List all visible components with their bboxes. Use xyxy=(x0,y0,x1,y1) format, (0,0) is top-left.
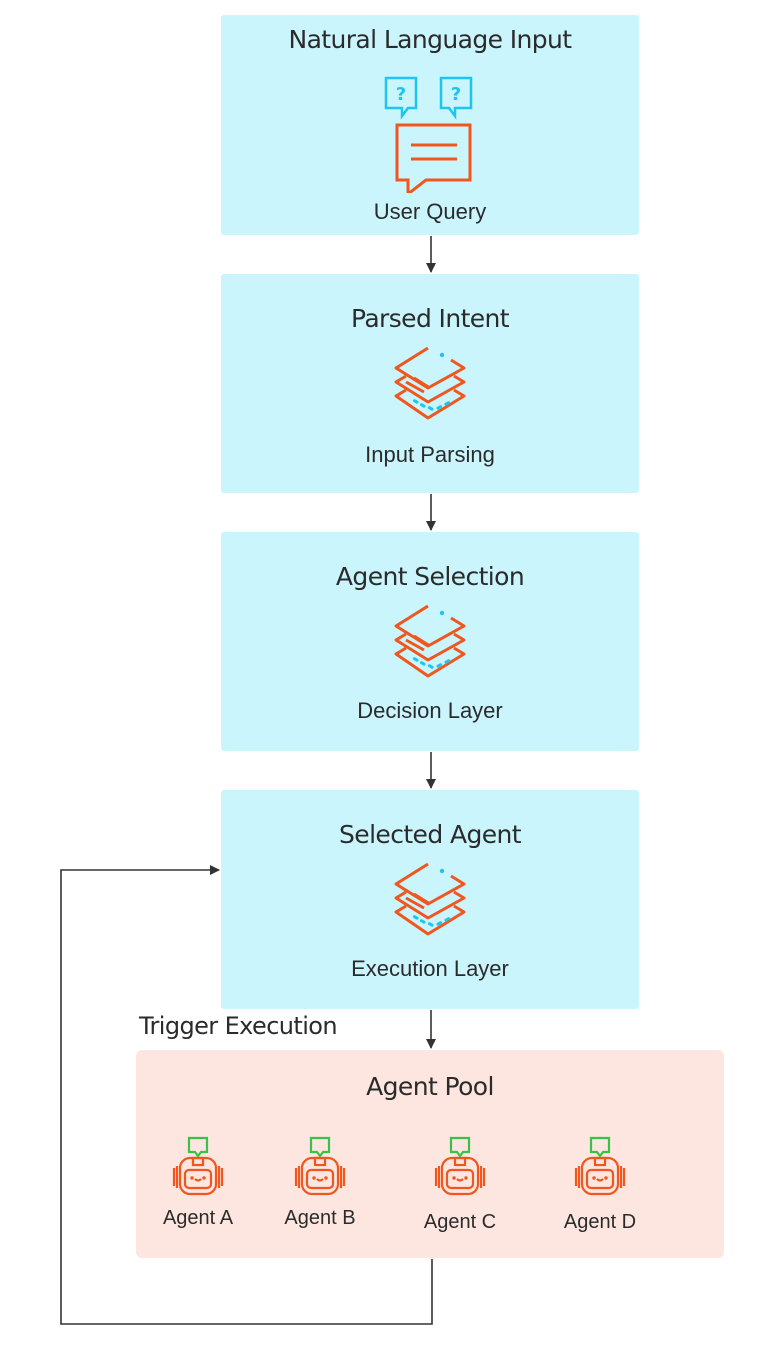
agent-a: Agent A xyxy=(138,1136,258,1230)
step-parsed-intent: Parsed Intent Input Parsing xyxy=(221,274,639,493)
agent-label: Agent C xyxy=(423,1211,497,1233)
step-natural-language-input: Natural Language Input ? ? User Query xyxy=(221,15,639,235)
chat-question-icon: ? ? xyxy=(380,73,480,198)
step-title: Agent Selection xyxy=(335,562,525,591)
robot-icon xyxy=(294,1136,346,1196)
step-agent-selection: Agent Selection Decision Layer xyxy=(221,532,639,751)
layers-icon xyxy=(384,346,476,435)
step-label: Execution Layer xyxy=(351,956,509,981)
step-title: Natural Language Input xyxy=(288,25,572,54)
robot-icon xyxy=(574,1136,626,1196)
step-label: Decision Layer xyxy=(357,698,503,723)
agent-label: Agent A xyxy=(162,1207,234,1229)
step-label: Input Parsing xyxy=(365,442,495,467)
step-title: Parsed Intent xyxy=(350,304,510,333)
agent-b: Agent B xyxy=(260,1136,380,1230)
step-label: User Query xyxy=(373,199,487,224)
pool-title: Agent Pool xyxy=(366,1072,494,1101)
svg-text:?: ? xyxy=(396,84,406,105)
step-title: Selected Agent xyxy=(339,820,522,849)
agent-pool: Agent Pool Agent A xyxy=(136,1050,724,1258)
edge-label-trigger-execution: Trigger Execution xyxy=(139,1012,338,1040)
agent-label: Agent B xyxy=(284,1207,356,1229)
layers-icon xyxy=(384,862,476,951)
robot-icon xyxy=(172,1136,224,1196)
layers-icon xyxy=(384,604,476,693)
step-selected-agent: Selected Agent Execution Layer xyxy=(221,790,639,1009)
robot-icon xyxy=(434,1136,486,1196)
agent-c: Agent C xyxy=(400,1136,520,1234)
svg-text:?: ? xyxy=(451,84,461,105)
agent-d: Agent D xyxy=(540,1136,660,1234)
agent-label: Agent D xyxy=(563,1211,637,1233)
